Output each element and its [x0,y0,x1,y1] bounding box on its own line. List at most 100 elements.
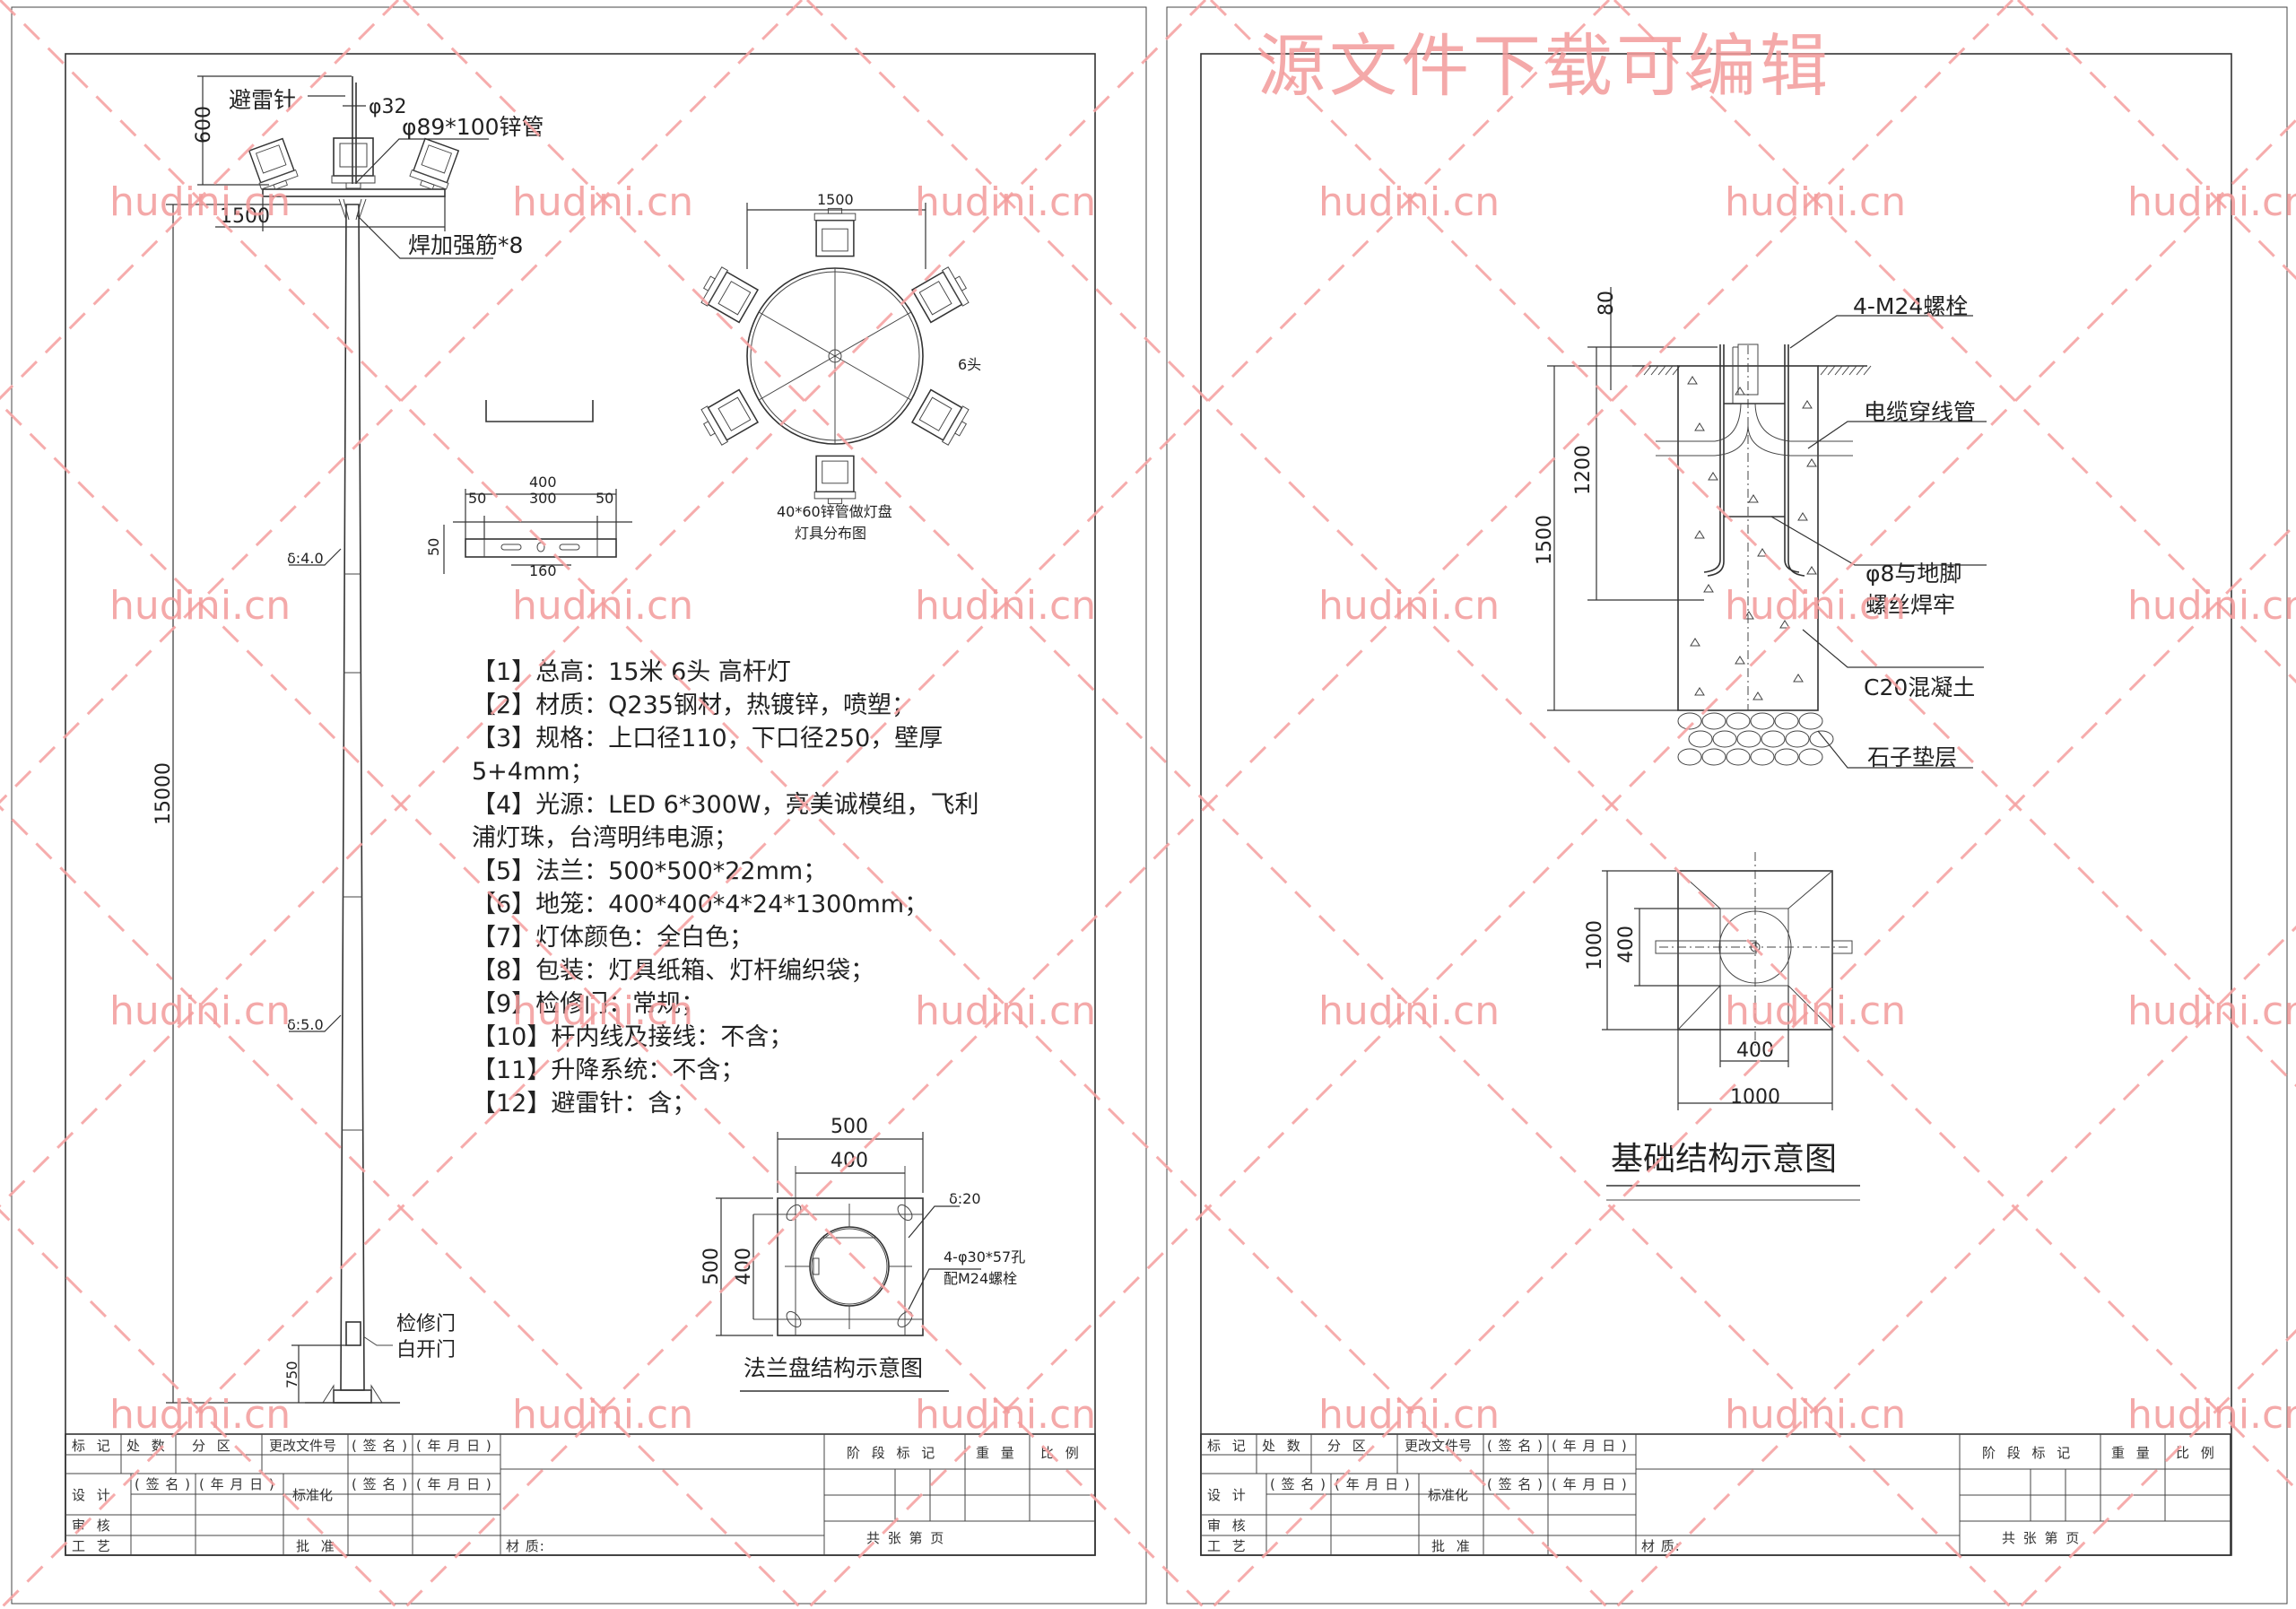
flange-holes-2: 配M24螺栓 [944,1270,1017,1287]
watermark-text: hudini.cn [915,583,1096,629]
tb-sign-3: ( 签 名 ) [352,1476,408,1492]
tb-sheets: 共 张 第 页 [2002,1530,2081,1546]
ribs-label: 焊加强筋*8 [408,232,523,258]
plan-dim-1000-bottom: 1000 [1730,1086,1780,1109]
spec-line: 5+4mm； [472,758,595,786]
distribution-dim-1500: 1500 [817,191,854,208]
ground-hatch [1636,365,1872,376]
tb-standard: 标准化 [292,1487,333,1503]
rod-diameter-label: φ32 [369,96,407,118]
watermark-text: hudini.cn [512,583,693,629]
watermark-text: hudini.cn [109,179,291,225]
spec-line: 【8】包装：灯具纸箱、灯杆编织袋； [472,957,874,985]
tb-material: 材 质: [506,1538,545,1554]
flange-dim-400-top: 400 [831,1150,868,1172]
gravel-layer [1677,712,1834,766]
tb-doc-no: 更改文件号 [1405,1438,1472,1454]
spec-line: 【1】总高：15米 6头 高杆灯 [472,658,791,686]
tb-sign-1: ( 签 名 ) [352,1438,408,1454]
title-block-right: 标 记 处 数 分 区 更改文件号 ( 签 名 ) ( 年 月 日 ) 设 计 … [1200,1433,2231,1556]
floodlight [910,388,970,446]
floodlight [700,266,760,324]
tb-stage: 阶 段 标 记 [847,1445,938,1461]
spec-line: 【12】避雷针：含； [472,1090,696,1118]
watermark-text: hudini.cn [1318,988,1500,1034]
watermark-text: hudini.cn [2127,179,2296,225]
spec-line: 【2】材质：Q235钢材，热镀锌，喷塑； [472,691,916,719]
spec-line: 【9】检修门：常规； [472,990,705,1018]
foundation-dim-1500: 1500 [1534,515,1556,565]
door-label-2: 白开门 [396,1339,456,1361]
tb-design: 设 计 [72,1487,114,1503]
concrete-label: C20混凝土 [1864,674,1975,700]
tb-weight: 重 量 [976,1445,1018,1461]
watermark-text: hudini.cn [2127,583,2296,629]
weld-label-1: φ8与地脚 [1866,561,1961,587]
ring-spoke [758,355,836,401]
watermark-text: hudini.cn [915,1392,1096,1438]
bracket-dim-50-right: 50 [596,490,613,507]
gravel-label: 石子垫层 [1867,744,1957,770]
watermark-text: hudini.cn [512,1392,693,1438]
tb-count: 处 数 [126,1438,169,1454]
foundation-dim-80: 80 [1596,291,1618,316]
tb-approve: 批 准 [1431,1538,1474,1554]
bracket-dim-160: 160 [529,562,557,579]
flange-holes-1: 4-φ30*57孔 [944,1248,1025,1265]
watermark-text: hudini.cn [915,179,1096,225]
tb-mark: 标 记 [1207,1438,1249,1454]
watermark-text: hudini.cn [512,179,693,225]
thickness-lower: δ:5.0 [287,1016,324,1033]
floodlight [409,137,460,190]
plan-dim-400-side: 400 [1615,926,1638,963]
thickness-upper: δ:4.0 [287,550,324,567]
tb-sign-2: ( 签 名 ) [1270,1476,1326,1492]
bracket-detail: 400 50 300 50 50 160 [425,400,632,579]
tb-date-3: ( 年 月 日 ) [1552,1476,1628,1492]
watermark-texts: hudini.cn hudini.cn hudini.cn hudini.cn hudi… [109,179,2296,1438]
watermark-text: hudini.cn [1318,1392,1500,1438]
watermark-text: hudini.cn [512,988,693,1034]
watermark-text: hudini.cn [109,988,291,1034]
spec-line: 【5】法兰：500*500*22mm； [472,857,827,885]
tb-date-3: ( 年 月 日 ) [416,1476,492,1492]
flange-dim-500-side: 500 [700,1248,723,1285]
spec-line: 【3】规格：上口径110，下口径250，壁厚 [472,725,943,752]
tb-doc-no: 更改文件号 [269,1438,336,1454]
watermark-text: hudini.cn [1725,179,1906,225]
tb-scale: 比 例 [1040,1445,1083,1461]
floodlight [910,266,970,324]
bracket-dim-50-left: 50 [468,490,486,507]
ring-spoke [758,311,836,357]
tb-approve: 批 准 [296,1538,338,1554]
tb-sheets: 共 张 第 页 [866,1530,945,1546]
flange-thickness: δ:20 [949,1190,981,1207]
right-sheet-frame [1166,6,2288,1605]
inspection-door [345,1321,361,1346]
tb-mark: 标 记 [72,1438,114,1454]
floodlight [331,137,376,189]
conduit-label: 电缆穿线管 [1864,399,1976,425]
floodlight-ring [700,207,970,505]
flange-plate-detail: 500 400 500 400 δ:20 4-φ30*57孔 配M24螺栓 法兰… [700,1116,1025,1392]
door-label-1: 检修门 [396,1313,456,1335]
tb-date-1: ( 年 月 日 ) [1552,1438,1628,1454]
specifications-list: 【1】总高：15米 6头 高杆灯【2】材质：Q235钢材，热镀锌，喷塑； 【3】规… [472,658,979,1118]
dim-750: 750 [283,1361,300,1388]
flange-dim-500-top: 500 [831,1116,868,1138]
tb-scale: 比 例 [2176,1445,2218,1461]
watermark-text: hudini.cn [1725,988,1906,1034]
plan-title: 基础结构示意图 [1611,1141,1837,1178]
tb-sign-1: ( 签 名 ) [1487,1438,1544,1454]
bracket-dim-300: 300 [529,490,557,507]
watermark-text: hudini.cn [109,583,291,629]
weld-label-2: 螺丝焊牢 [1866,592,1955,618]
tb-weight: 重 量 [2111,1445,2153,1461]
tb-standard: 标准化 [1428,1487,1468,1503]
plan-dim-1000-side: 1000 [1584,920,1606,970]
distribution-caption-2: 灯具分布图 [795,525,866,542]
flange-dim-400-side: 400 [733,1248,755,1285]
floodlight [248,137,299,190]
light-distribution-plan: 1500 6头 40*60锌管做灯盘 灯具分布图 [700,191,981,542]
spec-line: 【7】灯体颜色：全白色； [472,924,753,952]
